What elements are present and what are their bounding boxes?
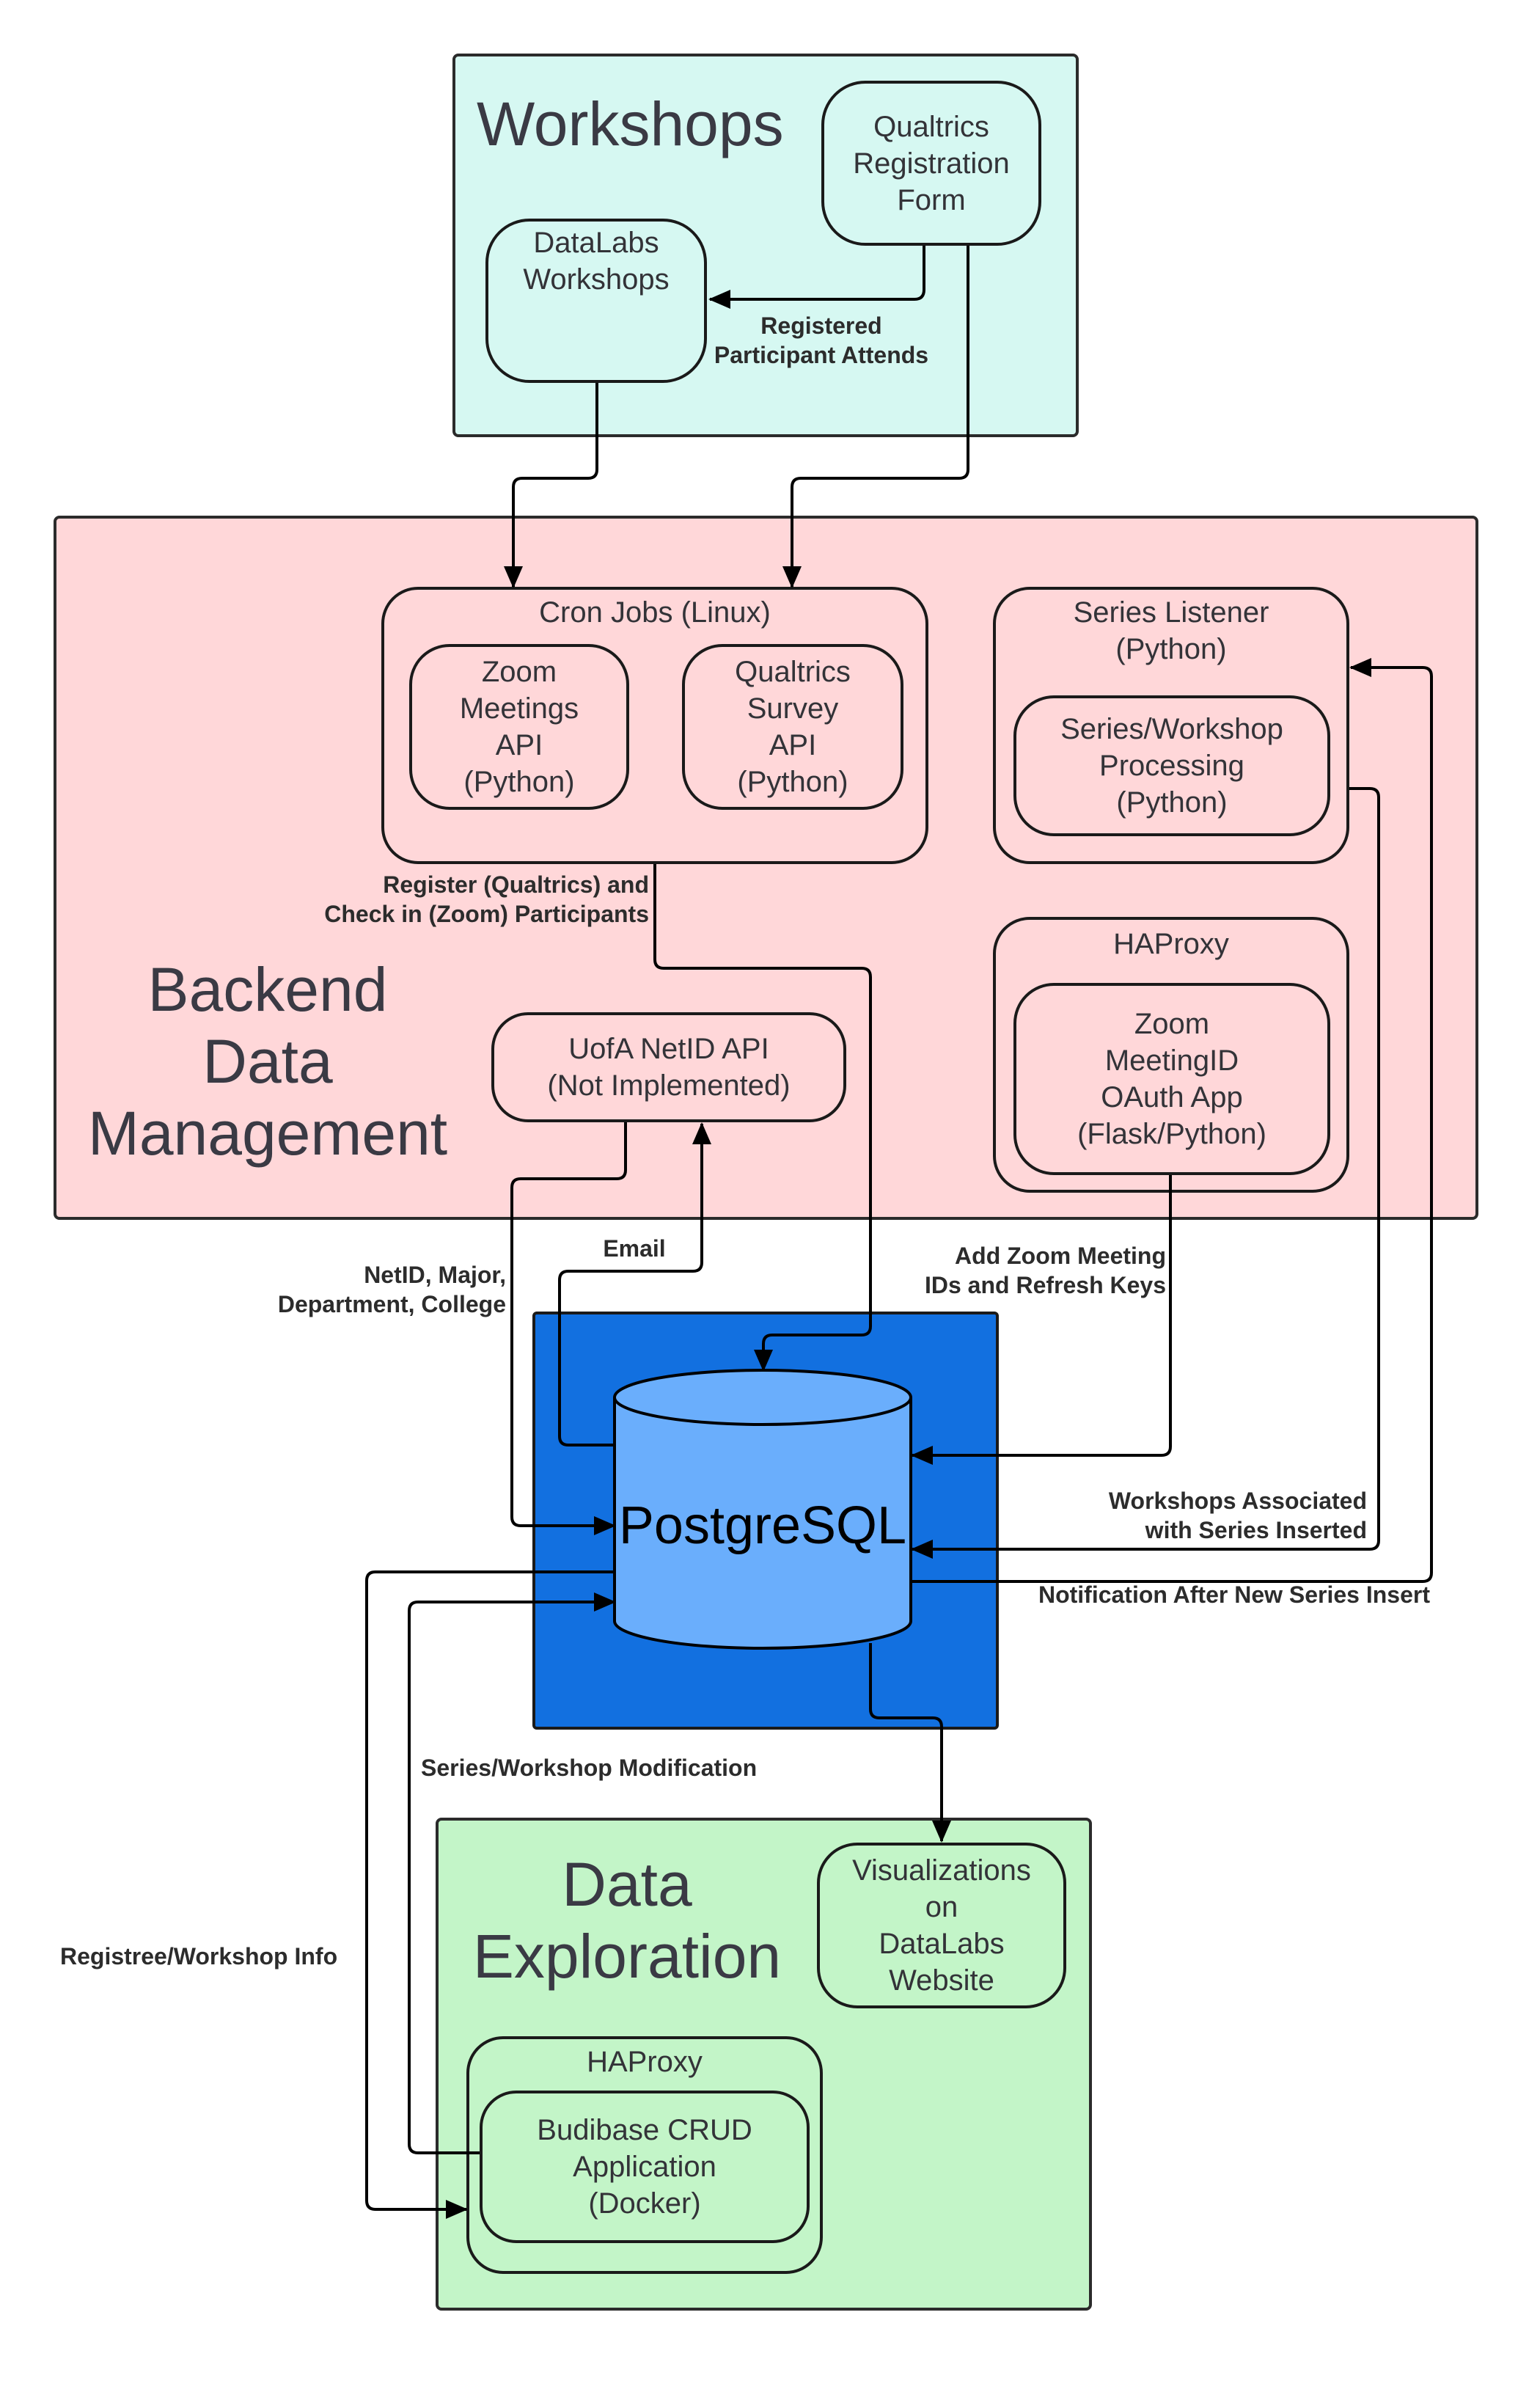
edge-form-to-workshops — [708, 246, 925, 309]
qualtrics-registration-form: Qualtrics Registration Form — [821, 81, 1041, 246]
backend-title: Backend Data Management — [87, 955, 448, 1168]
edge-cron-to-db — [653, 864, 872, 1372]
edge-db-to-visualizations — [869, 1643, 951, 1843]
workshops-title: Workshops — [477, 89, 784, 158]
edge-form-to-qualtrics-api — [782, 246, 969, 588]
edge-db-to-listener — [911, 658, 1433, 1583]
edge-processing-to-db — [911, 787, 1380, 1559]
edge-budibase-to-db — [408, 1592, 616, 2154]
qualtrics-survey-api: Qualtrics Survey API (Python) — [682, 644, 903, 810]
series-workshop-processing: Series/Workshop Processing (Python) — [1013, 695, 1330, 836]
label-netid-major: NetID, Major, Department, College — [277, 1262, 506, 1317]
series-listener-label: Series Listener (Python) — [1073, 596, 1269, 665]
label-registree-info: Registree/Workshop Info — [60, 1943, 338, 1969]
edge-db-to-netid — [558, 1122, 711, 1446]
postgresql-cylinder — [613, 1369, 912, 1650]
zoom-meetingid-oauth-app: Zoom MeetingID OAuth App (Flask/Python) — [1013, 983, 1330, 1175]
label-workshops-associated: Workshops Associated with Series Inserte… — [1108, 1488, 1367, 1543]
visualizations-datalabs-website: Visualizations on DataLabs Website — [817, 1843, 1066, 2008]
budibase-crud-application: Budibase CRUD Application (Docker) — [480, 2091, 810, 2243]
label-registered-participant-attends: Registered Participant Attends — [714, 312, 929, 368]
label-series-modification: Series/Workshop Modification — [421, 1755, 758, 1781]
uofa-netid-api: UofA NetID API (Not Implemented) — [491, 1012, 846, 1122]
edge-netid-to-db — [510, 1122, 627, 1535]
postgresql-label: PostgreSQL — [618, 1496, 907, 1555]
edge-workshops-to-zoom-api — [504, 383, 598, 588]
haproxy-backend-label: HAProxy — [1113, 928, 1229, 960]
label-email: Email — [603, 1235, 666, 1262]
exploration-title: Data Exploration — [472, 1850, 782, 1991]
cron-jobs-label: Cron Jobs (Linux) — [539, 596, 771, 629]
zoom-meetings-api: Zoom Meetings API (Python) — [409, 644, 629, 810]
label-add-zoom-meeting: Add Zoom Meeting IDs and Refresh Keys — [924, 1243, 1166, 1298]
datalabs-workshops: DataLabs Workshops — [485, 219, 707, 383]
edge-oauth-to-db — [911, 1175, 1172, 1465]
label-notification: Notification After New Series Insert — [1038, 1581, 1430, 1608]
label-register-check-in: Register (Qualtrics) and Check in (Zoom)… — [324, 871, 649, 927]
haproxy-exploration-label: HAProxy — [587, 2046, 703, 2078]
edge-db-to-budibase — [365, 1570, 615, 2219]
